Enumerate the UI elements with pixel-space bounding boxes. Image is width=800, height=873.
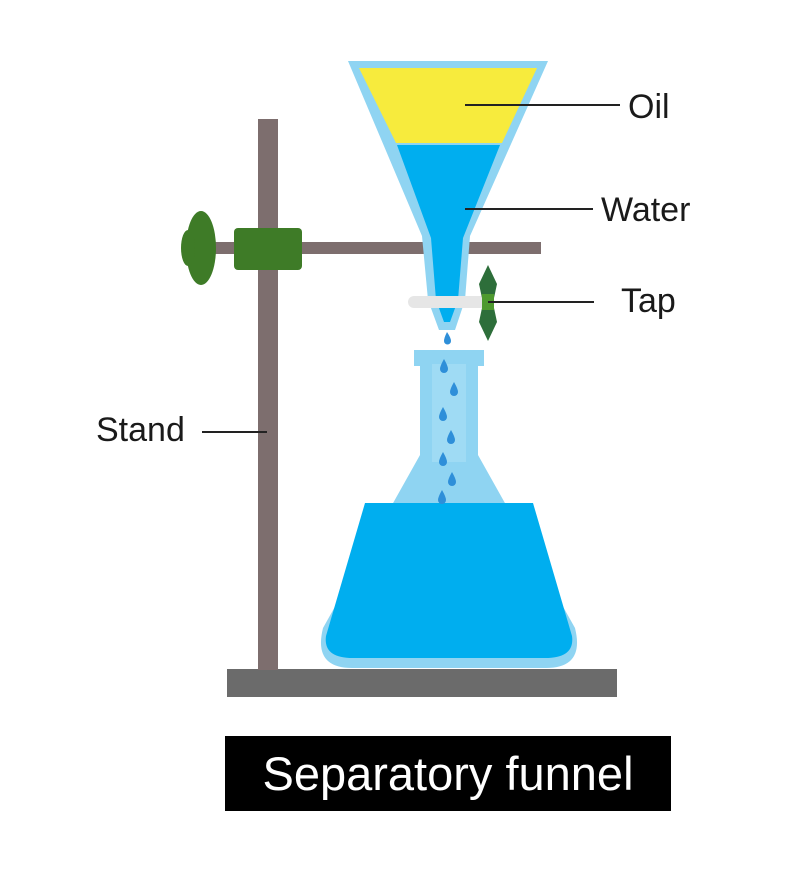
clamp-knob-cap bbox=[181, 230, 195, 266]
stand-label: Stand bbox=[96, 411, 185, 449]
droplet bbox=[450, 382, 458, 396]
flask-neck-inner bbox=[432, 364, 466, 462]
clamp-knob bbox=[186, 211, 216, 285]
diagram-caption: Separatory funnel bbox=[225, 736, 671, 811]
separatory-funnel bbox=[348, 61, 548, 330]
water-label: Water bbox=[601, 191, 691, 229]
droplet bbox=[439, 407, 447, 421]
droplet bbox=[438, 490, 446, 504]
conical-flask bbox=[320, 350, 578, 668]
droplet bbox=[448, 472, 456, 486]
water-layer bbox=[397, 145, 500, 322]
oil-layer bbox=[359, 68, 537, 143]
droplet bbox=[447, 430, 455, 444]
tap bbox=[408, 265, 497, 341]
stand-rod bbox=[258, 119, 278, 670]
stand-base bbox=[227, 669, 617, 697]
droplet bbox=[440, 359, 448, 373]
droplets bbox=[438, 332, 458, 504]
tap-handle-bottom bbox=[479, 308, 497, 341]
flask-liquid bbox=[325, 503, 573, 658]
tap-handle-top bbox=[479, 265, 497, 298]
droplet bbox=[439, 452, 447, 466]
oil-label: Oil bbox=[628, 88, 670, 126]
clamp-block bbox=[234, 228, 302, 270]
tap-stem bbox=[408, 296, 488, 308]
tap-label: Tap bbox=[621, 282, 676, 320]
droplet bbox=[444, 332, 451, 345]
